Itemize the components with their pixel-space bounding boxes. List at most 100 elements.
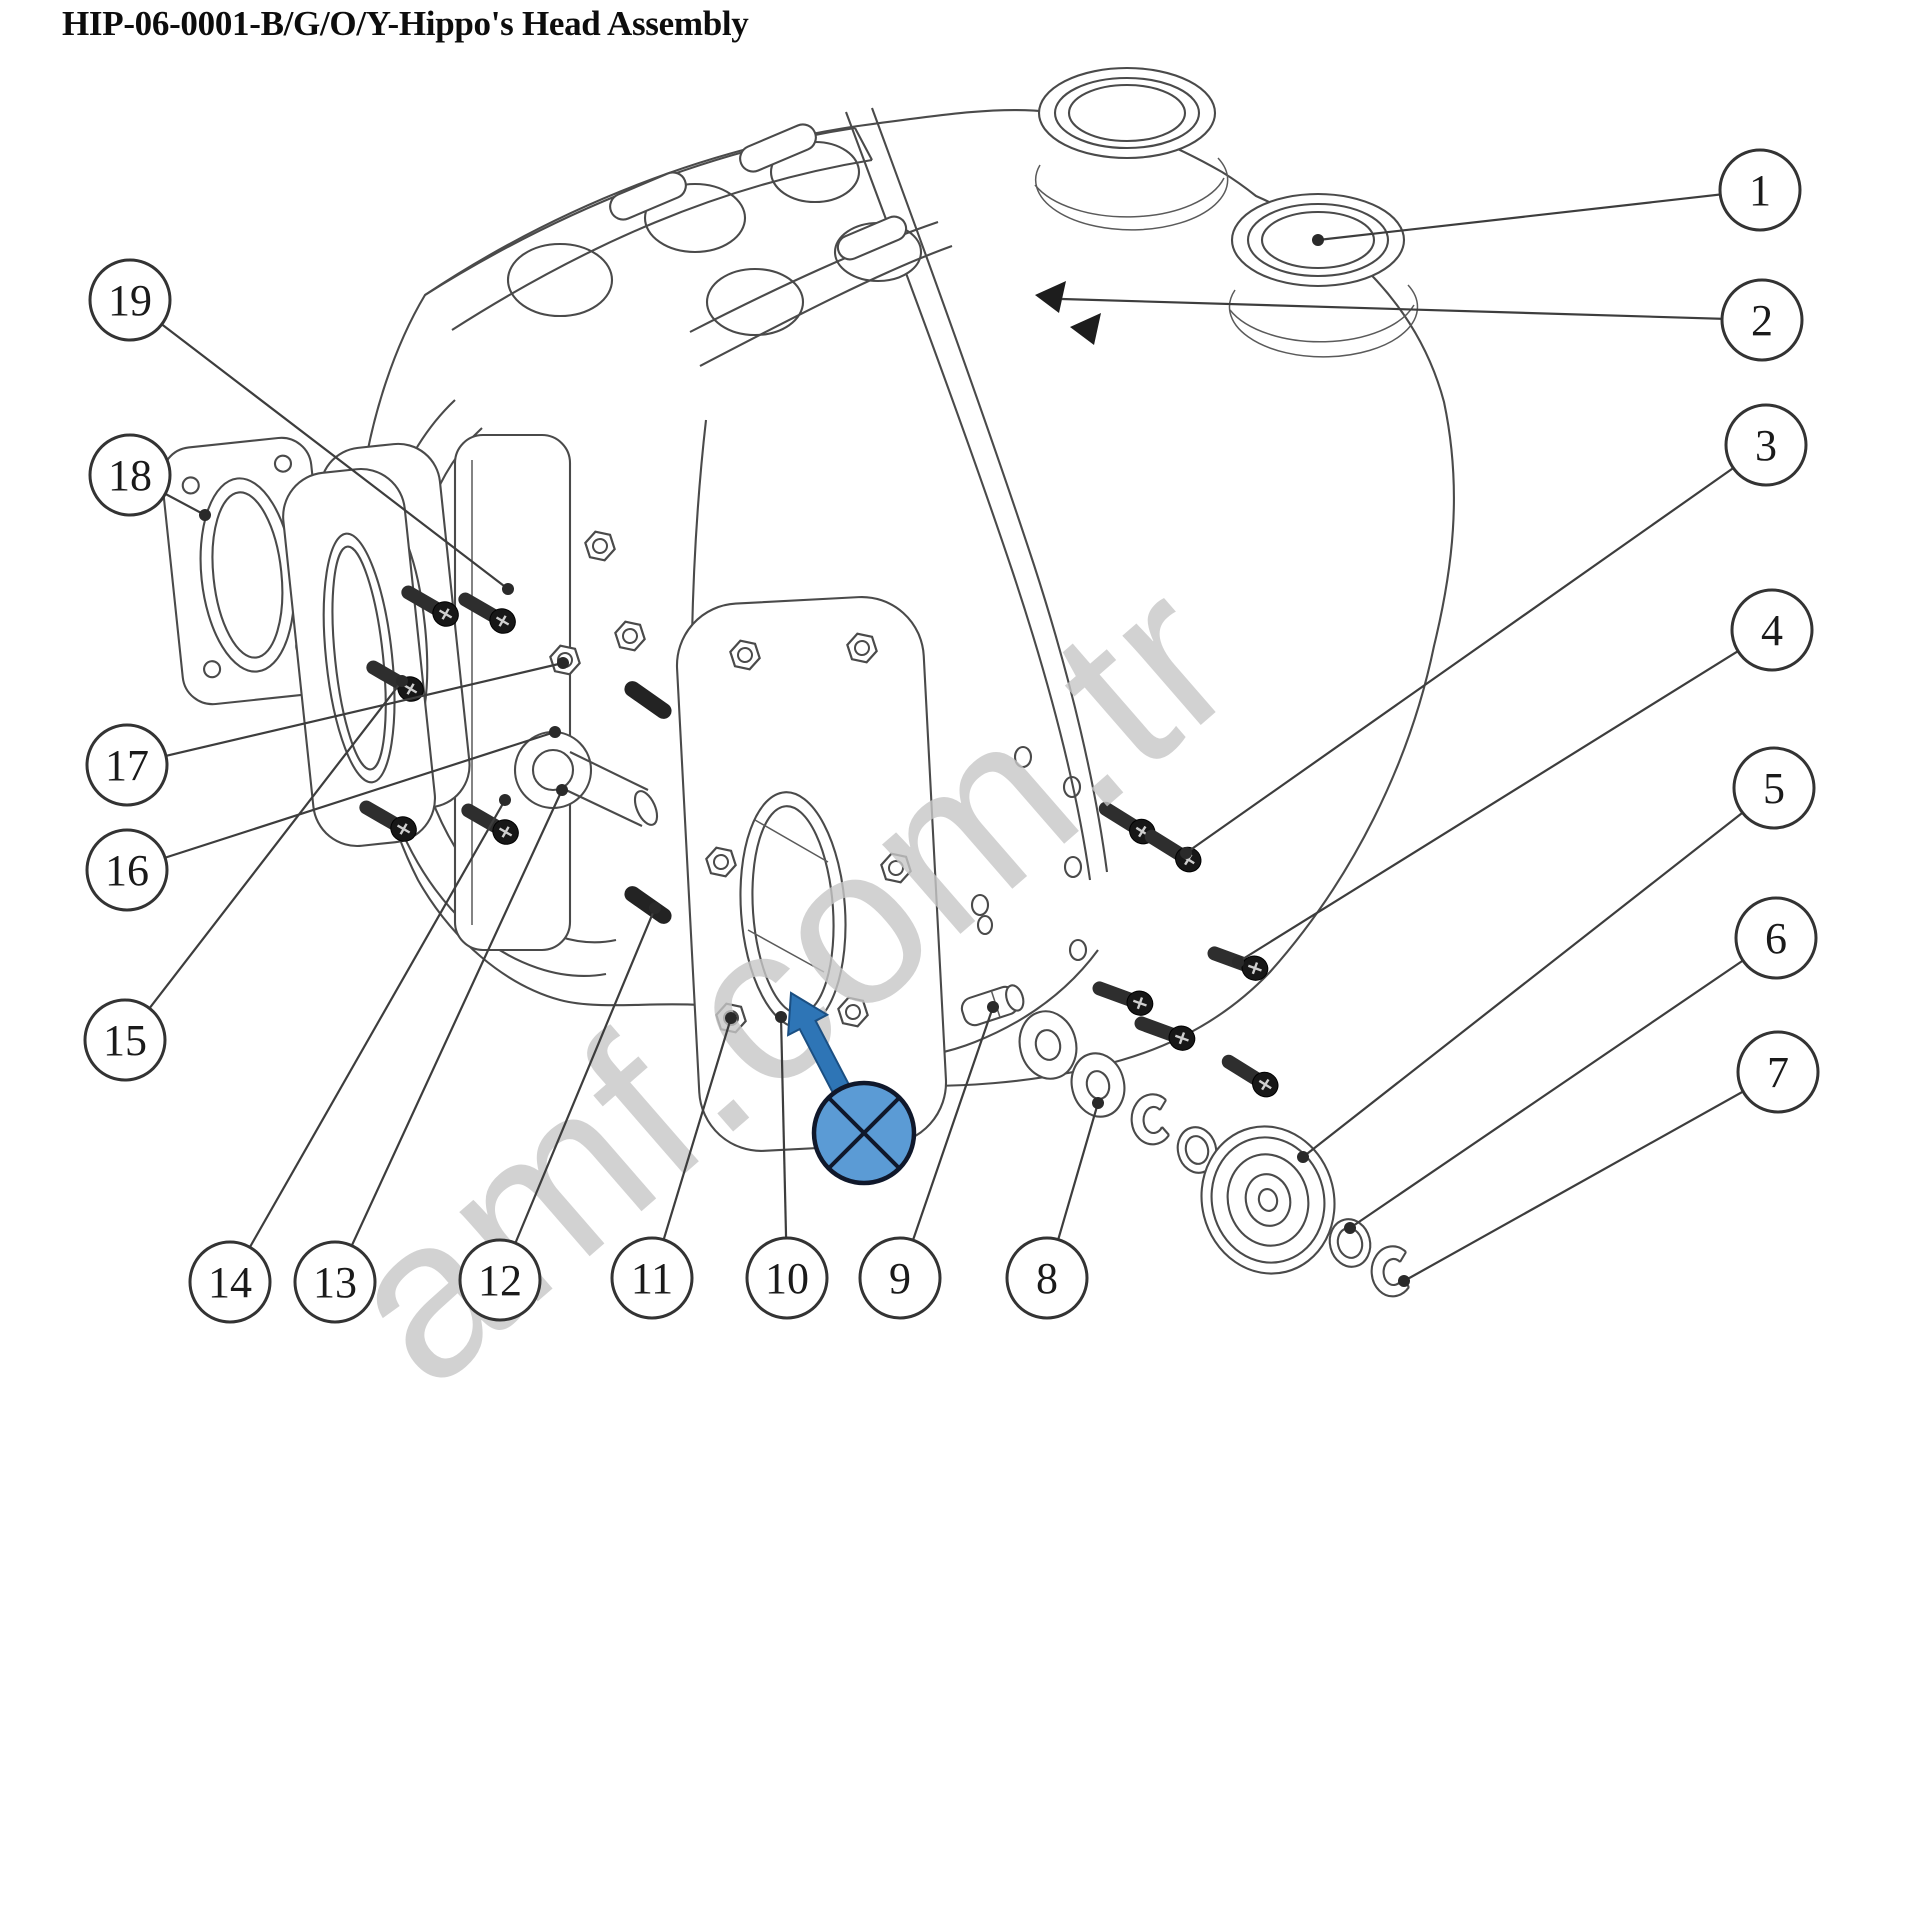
head-top-slot	[836, 215, 908, 261]
callout-16: 16	[85, 828, 169, 912]
motor-mount-plate	[453, 433, 572, 952]
callout-number: 3	[1755, 421, 1777, 470]
callout-number: 2	[1751, 296, 1773, 345]
leader-line-13	[334, 789, 563, 1283]
screw-icon	[1134, 1016, 1196, 1051]
leader-line-6	[1349, 937, 1777, 1229]
callout-number: 8	[1036, 1254, 1058, 1303]
leader-endpoint-dot	[1312, 234, 1324, 246]
leader-endpoint-dot	[1344, 1222, 1356, 1234]
leader-line-4	[1237, 629, 1773, 963]
head-top-slot	[739, 123, 817, 173]
callout-14: 14	[188, 1240, 272, 1324]
assembly-line-art	[160, 66, 1455, 1298]
leader-line-3	[1185, 444, 1767, 854]
callout-12: 12	[458, 1238, 542, 1322]
callout-number: 1	[1749, 166, 1771, 215]
callout-8: 8	[1005, 1236, 1089, 1320]
callout-1: 1	[1718, 148, 1802, 232]
leader-line-11	[650, 1017, 733, 1279]
callout-number: 9	[889, 1254, 911, 1303]
leader-endpoint-dot	[556, 784, 568, 796]
dowel-pin-icon	[624, 886, 672, 924]
callout-number: 5	[1763, 764, 1785, 813]
hex-nut-icon	[880, 852, 912, 884]
washer-train	[1018, 1010, 1410, 1298]
page-title: HIP-06-0001-B/G/O/Y-Hippo's Head Assembl…	[62, 4, 749, 43]
callout-number: 6	[1765, 914, 1787, 963]
leader-line-17	[126, 661, 564, 767]
fastener-parts	[359, 530, 1279, 1098]
seam-arrowhead-icon	[1070, 313, 1101, 345]
bearing-and-shaft	[513, 730, 659, 827]
leader-endpoint-dot	[1180, 847, 1192, 859]
callout-number: 16	[105, 846, 149, 895]
leader-line-15	[124, 680, 403, 1041]
leader-endpoint-dot	[502, 583, 514, 595]
callout-10: 10	[745, 1236, 829, 1320]
screw-icon	[401, 585, 459, 627]
snout-plate	[675, 595, 948, 1152]
callout-number: 14	[208, 1258, 252, 1307]
head-seam-line-2	[871, 107, 1109, 873]
screw-icon	[1221, 1054, 1279, 1098]
seam-arrowhead-icon	[1035, 281, 1066, 313]
head-top-slot	[609, 171, 687, 221]
callout-number: 10	[765, 1254, 809, 1303]
ear-plate-front	[282, 467, 437, 848]
callout-7: 7	[1736, 1030, 1820, 1114]
screw-icon	[461, 803, 519, 845]
callout-number: 19	[108, 276, 152, 325]
leader-line-14	[229, 799, 506, 1283]
leader-line-19	[129, 299, 509, 590]
hex-nut-icon	[705, 846, 737, 878]
callout-4: 4	[1730, 588, 1814, 672]
callout-6: 6	[1734, 896, 1818, 980]
hex-nut-icon	[584, 530, 616, 562]
callout-number: 12	[478, 1256, 522, 1305]
callout-number: 4	[1761, 606, 1783, 655]
callout-3: 3	[1724, 403, 1808, 487]
callout-number: 7	[1767, 1048, 1789, 1097]
leader-endpoint-dot	[1297, 1151, 1309, 1163]
callout-11: 11	[610, 1236, 694, 1320]
e-clip-icon	[1370, 1245, 1410, 1298]
top-ring-boss-left	[1034, 66, 1229, 231]
hex-nut-icon	[837, 996, 869, 1028]
callout-17: 17	[85, 723, 169, 807]
hex-nut-icon	[846, 632, 878, 664]
callout-15: 15	[83, 998, 167, 1082]
head-top-ridge	[424, 123, 953, 367]
leader-line-12	[498, 907, 657, 1281]
screw-icon	[1092, 981, 1154, 1016]
leader-line-5	[1302, 787, 1775, 1158]
dowel-pin-icon	[624, 681, 672, 719]
hex-nut-icon	[729, 639, 761, 671]
callout-number: 17	[105, 741, 149, 790]
hex-nut-icon	[614, 620, 646, 652]
callout-5: 5	[1732, 746, 1816, 830]
callout-19: 19	[88, 258, 172, 342]
leader-endpoint-dot	[396, 675, 408, 687]
screw-icon	[458, 592, 516, 634]
leader-endpoint-dot	[549, 726, 561, 738]
leader-line-2	[1061, 297, 1763, 322]
leader-endpoint-dot	[649, 902, 661, 914]
screw-icon	[359, 800, 417, 842]
leader-endpoint-dot	[775, 1011, 787, 1023]
leader-line-7	[1403, 1071, 1779, 1282]
annotation-overlay	[786, 991, 917, 1186]
pulley	[1200, 1125, 1336, 1275]
callout-number: 13	[313, 1258, 357, 1307]
callout-number: 15	[103, 1016, 147, 1065]
leader-line-10	[779, 1016, 789, 1279]
leader-line-1	[1317, 188, 1761, 242]
e-clip-icon	[1130, 1093, 1170, 1146]
leader-endpoint-dot	[499, 794, 511, 806]
leader-line-9	[898, 1006, 995, 1279]
leader-endpoint-dot	[987, 1001, 999, 1013]
leader-endpoint-dot	[1092, 1097, 1104, 1109]
leader-endpoint-dot	[557, 657, 569, 669]
